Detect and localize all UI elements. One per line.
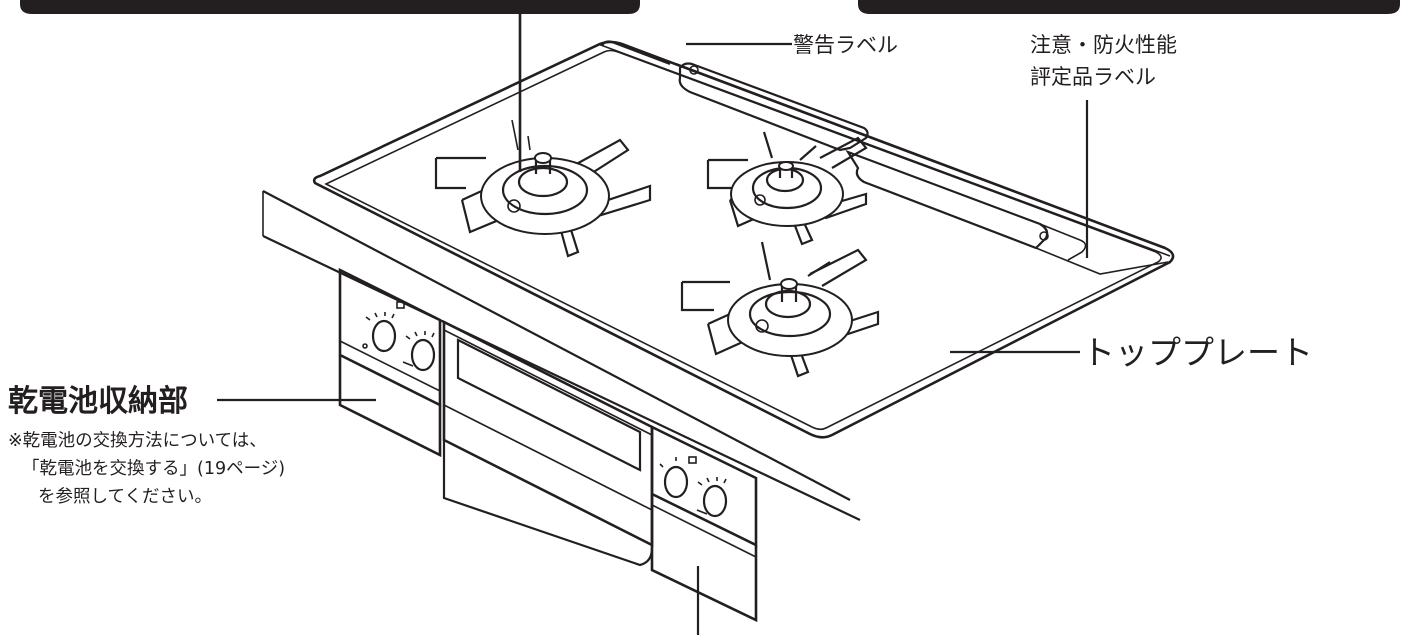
front-cabinet — [338, 267, 758, 623]
burner-left — [434, 119, 652, 258]
top-plate-label: トッププレート — [1082, 333, 1313, 372]
note-line-1: ※乾電池の交換方法については、 — [8, 431, 267, 451]
warning-label-text: 警告ラベル — [793, 33, 898, 57]
caution-label-text-2: 評定品ラベル — [1030, 65, 1156, 89]
top-banners — [20, 0, 1400, 14]
battery-box-label: 乾電池収納部 — [8, 384, 188, 419]
caution-label-text-1: 注意・防火性能 — [1030, 33, 1177, 57]
countertop — [262, 190, 861, 521]
note-line-3: を参照してください。 — [38, 487, 212, 507]
leader-lines — [217, 0, 1089, 635]
burner-front — [680, 241, 880, 378]
top-plate — [312, 40, 1175, 439]
note-line-2: 「乾電池を交換する」(19ページ) — [22, 459, 285, 479]
burner-right-rear — [706, 131, 868, 246]
